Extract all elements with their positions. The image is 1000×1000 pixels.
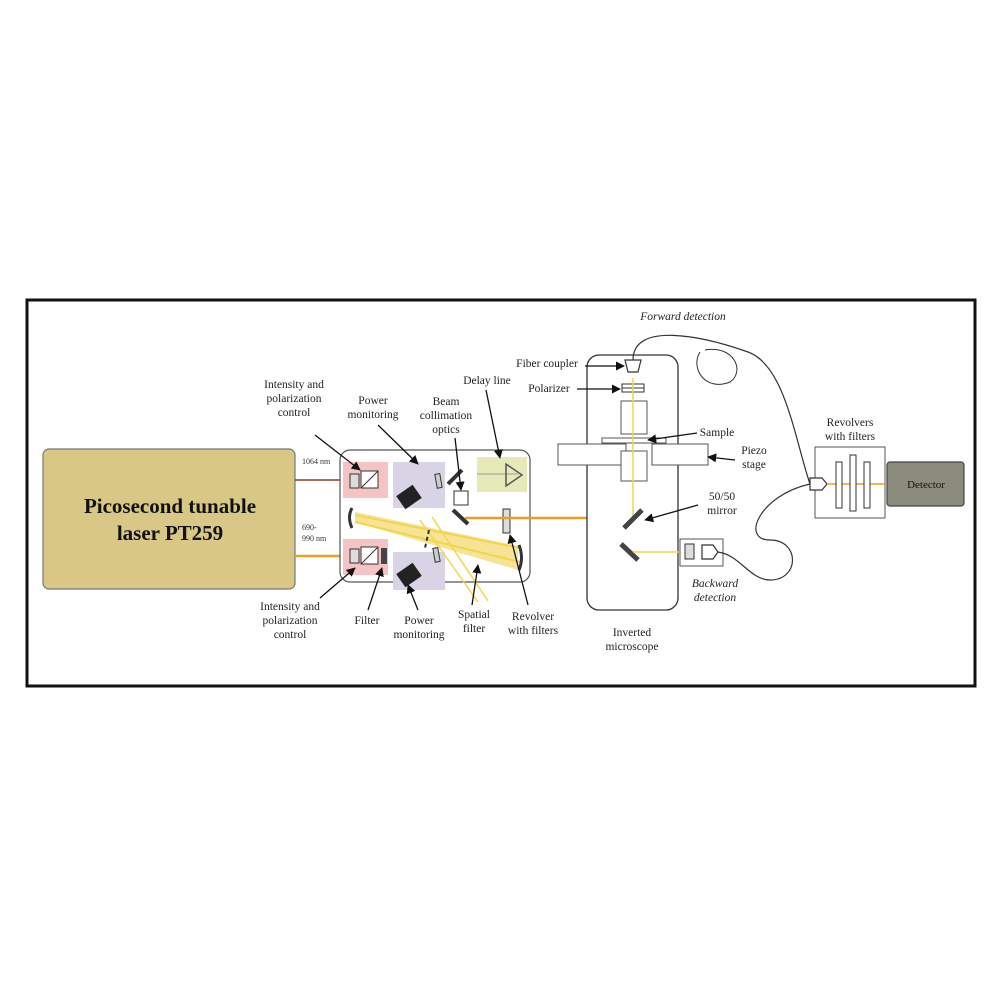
label-sample: Sample <box>700 427 735 439</box>
condenser-lens <box>620 400 648 435</box>
fiber-coupler-detector <box>809 477 828 491</box>
label-power-top-2: monitoring <box>347 409 398 421</box>
label-power-bottom-1: Power <box>404 615 434 627</box>
label-microscope-1: Inverted <box>613 627 652 639</box>
filter-element <box>381 548 387 564</box>
dichroic-mirror <box>622 508 644 530</box>
pickoff-top <box>434 473 443 489</box>
label-mirror-2: mirror <box>707 505 737 517</box>
label-piezo-2: stage <box>742 459 766 471</box>
backward-fiber <box>717 483 811 581</box>
laser-label-line1: Picosecond tunable <box>84 494 256 518</box>
fiber-coupler-backward <box>701 544 719 560</box>
detector-label: Detector <box>907 479 945 491</box>
steering-mirror-2 <box>451 508 470 526</box>
arrow-intensity-top <box>314 434 361 471</box>
piezo-stage-left <box>557 443 627 466</box>
laser-label-line2: laser PT259 <box>117 521 223 545</box>
arrow-revolver <box>507 534 529 606</box>
laser-box <box>42 448 296 590</box>
label-power-top-1: Power <box>358 395 388 407</box>
curved-mirror-right <box>517 544 523 571</box>
wavelength-tunable-1: 690- <box>302 523 317 532</box>
polarizer-bottom <box>349 548 360 564</box>
fiber-coupler-forward <box>624 359 642 373</box>
power-detector-top <box>396 484 422 510</box>
label-revolver-2: with filters <box>508 625 559 637</box>
label-fiber-coupler: Fiber coupler <box>516 358 578 370</box>
internal-beam-c <box>419 519 479 603</box>
revolver-filter-2 <box>849 454 857 512</box>
label-filter: Filter <box>355 615 380 627</box>
label-polarizer: Polarizer <box>528 383 570 395</box>
detector-box <box>886 461 965 507</box>
label-delay-line: Delay line <box>463 375 511 387</box>
arrow-spatial <box>471 564 482 606</box>
pickoff-bottom <box>432 547 441 563</box>
backward-filter <box>684 543 695 560</box>
label-piezo-1: Piezo <box>741 445 767 457</box>
power-detector-bottom <box>396 562 422 588</box>
cube-top-diag <box>360 470 379 489</box>
label-intensity-top-1: Intensity and <box>264 379 324 391</box>
label-spatial-2: filter <box>463 623 486 635</box>
arrow-sample <box>647 432 698 444</box>
label-intensity-bottom-2: polarization <box>263 615 318 627</box>
arrow-piezo <box>707 453 736 463</box>
arrow-mirror <box>644 504 699 523</box>
curved-mirror-left <box>348 507 354 529</box>
label-forward-detection: Forward detection <box>639 311 726 323</box>
cube-bottom-diag <box>360 546 379 565</box>
revolver-filter-1 <box>835 461 843 509</box>
spatial-filter-pinhole <box>424 529 430 549</box>
label-spatial-1: Spatial <box>458 609 490 621</box>
arrow-power-bottom <box>406 584 419 611</box>
revolver-filter-3 <box>863 461 871 509</box>
label-microscope-2: microscope <box>605 641 658 653</box>
piezo-stage-right <box>651 443 709 466</box>
internal-beam-a <box>354 514 521 549</box>
internal-beam-d <box>431 516 489 602</box>
label-intensity-bottom-3: control <box>274 629 307 641</box>
steering-mirror-1 <box>446 468 464 486</box>
sample-slide <box>601 437 667 444</box>
arrow-power-top <box>377 424 419 465</box>
internal-beam-b <box>354 521 521 563</box>
label-beam-3: optics <box>432 424 460 436</box>
label-backward-1: Backward <box>692 578 738 590</box>
label-revolvers-1: Revolvers <box>827 417 874 429</box>
label-revolver-1: Revolver <box>512 611 554 623</box>
label-backward-2: detection <box>694 592 736 604</box>
label-mirror-1: 50/50 <box>709 491 735 503</box>
objective-lens <box>620 450 648 482</box>
revolver-element <box>502 508 511 534</box>
forward-fiber <box>632 334 811 485</box>
wavelength-tunable-2: 990 nm <box>302 534 327 543</box>
backward-mirror <box>619 542 640 562</box>
label-intensity-top-2: polarization <box>267 393 322 405</box>
label-intensity-bottom-1: Intensity and <box>260 601 320 613</box>
arrow-intensity-bottom <box>319 567 356 599</box>
wavelength-1064: 1064 nm <box>302 457 331 466</box>
delay-line-prism <box>505 462 524 488</box>
polarizer-top <box>349 473 360 489</box>
arrow-delay <box>485 389 503 459</box>
label-revolvers-2: with filters <box>825 431 876 443</box>
label-beam-1: Beam <box>433 396 460 408</box>
collimation-lens <box>453 490 469 506</box>
arrow-filter <box>367 567 384 611</box>
arrow-beam <box>454 437 465 491</box>
forward-fiber-loop <box>696 348 738 385</box>
label-intensity-top-3: control <box>278 407 311 419</box>
label-beam-2: collimation <box>420 410 473 422</box>
label-power-bottom-2: monitoring <box>393 629 444 641</box>
